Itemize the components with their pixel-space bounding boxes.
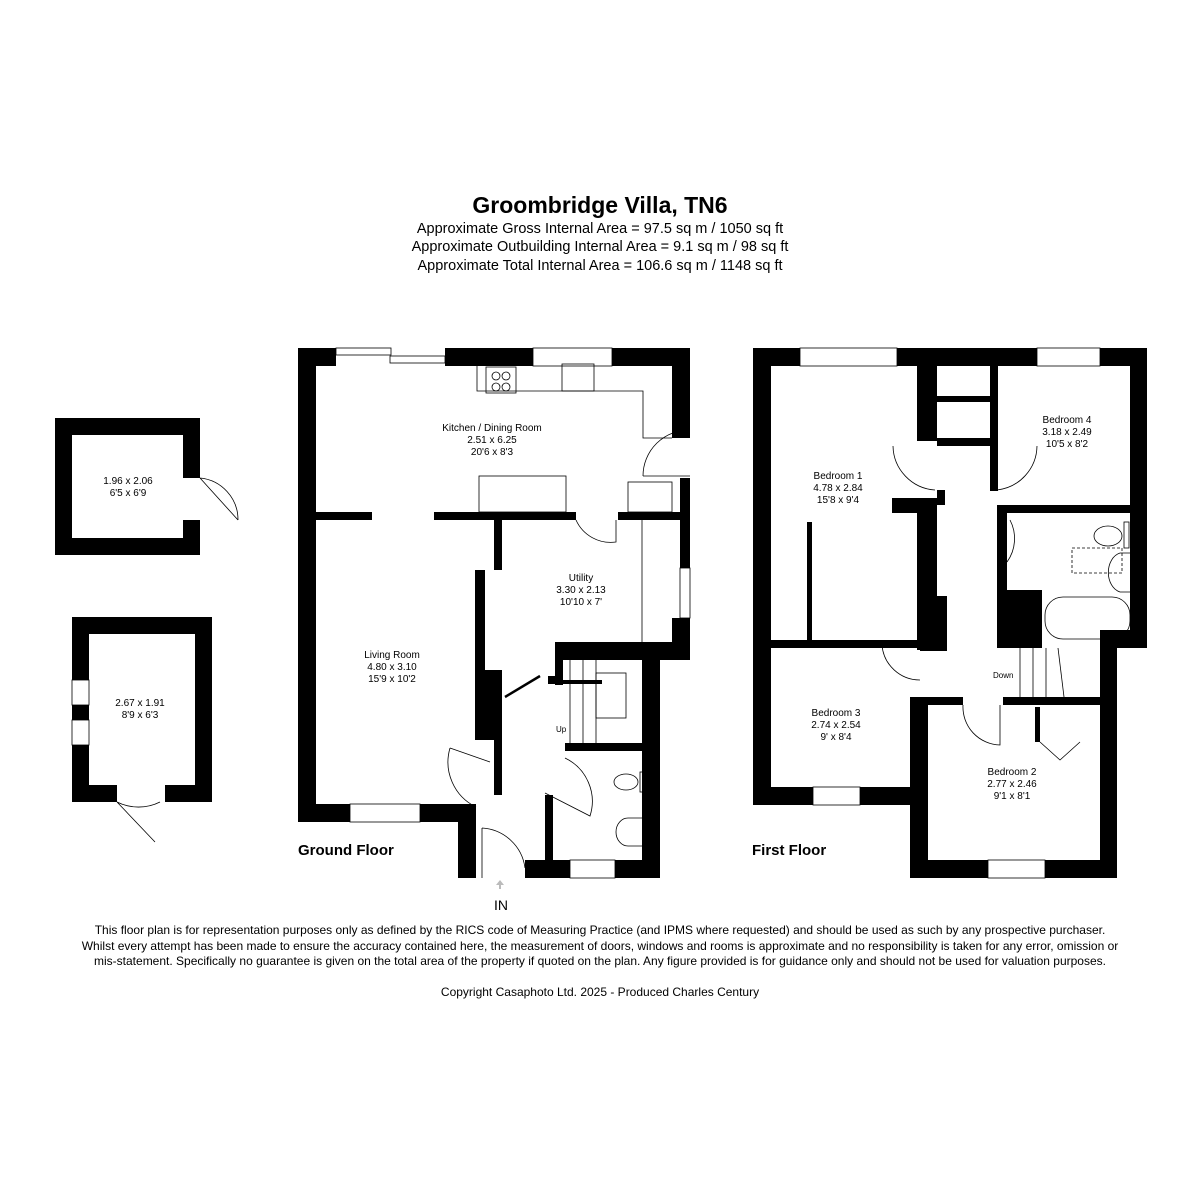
entrance-arrow-icon: [496, 880, 504, 889]
room-name: Utility: [569, 573, 593, 584]
door-icon: [199, 477, 239, 521]
room-name: Bedroom 3: [812, 708, 861, 719]
room-dimensions-metric: 1.96 x 2.06: [103, 476, 153, 487]
room-dimensions-metric: 3.30 x 2.13: [556, 585, 606, 596]
gross-area: Approximate Gross Internal Area = 97.5 s…: [416, 221, 784, 237]
room-dimensions-imperial: 10'10 x 7': [560, 597, 602, 608]
stairs-down-label: Down: [993, 671, 1013, 680]
disclaimer: This floor plan is for representation pu…: [81, 923, 1119, 968]
copyright: Copyright Casaphoto Ltd. 2025 - Produced…: [440, 985, 760, 999]
room-dimensions-metric: 2.77 x 2.46: [987, 779, 1037, 790]
room-dimensions-metric: 4.80 x 3.10: [367, 662, 417, 673]
room-dimensions-imperial: 20'6 x 8'3: [471, 447, 514, 458]
room-dimensions-imperial: 10'5 x 8'2: [1046, 439, 1089, 450]
plan-title: Groombridge Villa, TN6: [472, 192, 728, 218]
room-dimensions-imperial: 15'9 x 10'2: [368, 674, 416, 685]
ground-floor-label: Ground Floor: [298, 842, 394, 859]
room-name: Kitchen / Dining Room: [442, 423, 542, 434]
entrance-label: IN: [494, 897, 508, 913]
room-name: Bedroom 2: [988, 767, 1037, 778]
room-name: Bedroom 1: [814, 471, 863, 482]
room-dimensions-metric: 2.67 x 1.91: [115, 698, 165, 709]
room-dimensions-imperial: 9'1 x 8'1: [994, 791, 1031, 802]
room-dimensions-metric: 3.18 x 2.49: [1042, 427, 1092, 438]
room-dimensions-metric: 2.51 x 6.25: [467, 435, 517, 446]
first-floor-plan: Down Bedroom 1 4.78 x 2.84 15'8 x 9'4 Be…: [752, 347, 1147, 879]
room-dimensions-imperial: 9' x 8'4: [820, 732, 851, 743]
staircase: [548, 645, 645, 751]
first-floor-label: First Floor: [752, 842, 826, 859]
outbuilding-1: 1.96 x 2.06 6'5 x 6'9: [55, 418, 239, 555]
room-dimensions-imperial: 15'8 x 9'4: [817, 495, 860, 506]
room-dimensions-imperial: 8'9 x 6'3: [122, 710, 159, 721]
room-dimensions-metric: 2.74 x 2.54: [811, 720, 861, 731]
room-name: Bedroom 4: [1043, 415, 1092, 426]
room-dimensions-imperial: 6'5 x 6'9: [110, 488, 147, 499]
stairs-up-label: Up: [556, 725, 567, 734]
room-name: Living Room: [364, 650, 420, 661]
room-dimensions-metric: 4.78 x 2.84: [813, 483, 863, 494]
outbuilding-2: 2.67 x 1.91 8'9 x 6'3: [71, 617, 212, 843]
outbuilding-area: Approximate Outbuilding Internal Area = …: [411, 239, 789, 255]
door-icon: [116, 801, 161, 843]
ground-floor-plan: Up Kitchen / Dining Room 2.51 x 6.25 20'…: [298, 347, 691, 913]
staircase: [1019, 647, 1065, 698]
total-area: Approximate Total Internal Area = 106.6 …: [417, 258, 783, 274]
